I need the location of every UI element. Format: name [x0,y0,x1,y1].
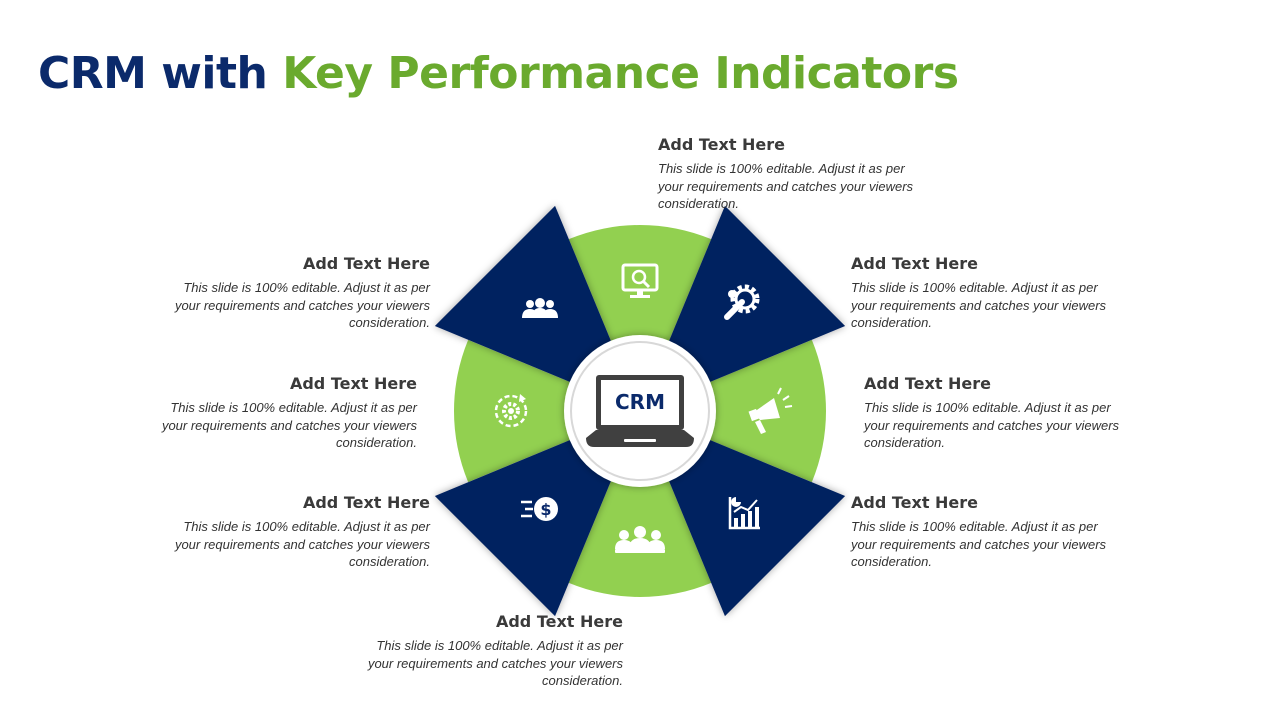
block-description: This slide is 100% editable. Adjust it a… [864,400,1120,451]
block-description: This slide is 100% editable. Adjust it a… [851,519,1107,570]
text-block-upper-left: Add Text Here This slide is 100% editabl… [170,254,430,332]
block-description: This slide is 100% editable. Adjust it a… [658,161,914,212]
block-description: This slide is 100% editable. Adjust it a… [367,638,623,689]
text-block-lower-left: Add Text Here This slide is 100% editabl… [170,493,430,571]
wheel-segment-6 [434,433,618,617]
svg-text:$: $ [540,500,551,519]
team-group-icon [522,298,558,318]
wheel-segment-8 [434,205,618,389]
monitor-search-icon [621,263,659,298]
block-description: This slide is 100% editable. Adjust it a… [174,519,430,570]
growth-chart-icon [728,497,760,530]
block-heading: Add Text Here [289,374,417,393]
block-description: This slide is 100% editable. Adjust it a… [161,400,417,451]
wrench-gear-icon [724,284,760,320]
block-heading: Add Text Here [495,612,623,631]
wheel-segment-4 [662,433,846,617]
center-label: CRM [615,390,665,414]
block-heading: Add Text Here [302,493,430,512]
customer-team-icon [615,526,665,553]
text-block-upper-right: Add Text Here This slide is 100% editabl… [851,254,1111,332]
title-part-1: CRM with [38,48,283,99]
title-part-2: Key Performance Indicators [282,48,959,99]
block-description: This slide is 100% editable. Adjust it a… [851,280,1107,331]
text-block-left: Add Text Here This slide is 100% editabl… [157,374,417,452]
text-block-top: Add Text Here This slide is 100% editabl… [658,135,918,213]
block-heading: Add Text Here [658,135,786,154]
text-block-lower-right: Add Text Here This slide is 100% editabl… [851,493,1111,571]
gear-cycle-icon [494,394,528,428]
block-heading: Add Text Here [851,493,979,512]
center-ring [570,341,710,481]
text-block-bottom: Add Text Here This slide is 100% editabl… [363,612,623,690]
megaphone-icon [748,387,793,434]
page-title: CRM with Key Performance Indicators [38,48,959,99]
text-block-right: Add Text Here This slide is 100% editabl… [864,374,1124,452]
block-heading: Add Text Here [864,374,992,393]
block-heading: Add Text Here [302,254,430,273]
block-description: This slide is 100% editable. Adjust it a… [174,280,430,331]
block-heading: Add Text Here [851,254,979,273]
laptop-icon [586,375,694,447]
fast-dollar-icon: $ [521,497,558,521]
